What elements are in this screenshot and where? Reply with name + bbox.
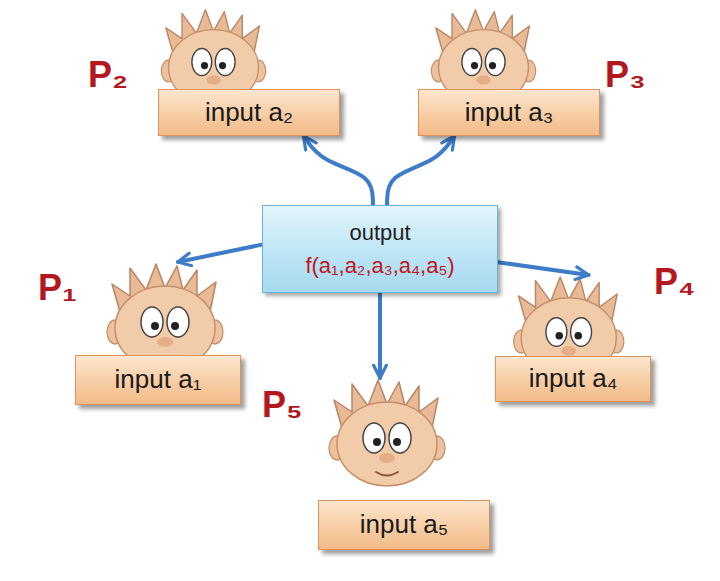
- party-name: P₄: [654, 262, 695, 302]
- arrow-connector: [498, 262, 589, 275]
- party-node: P₄input a₄: [495, 275, 651, 402]
- party-name: P₁: [38, 268, 77, 308]
- function-text: f(a₁,a₂,a₃,a₄,a₅): [305, 253, 454, 278]
- input-box: input a₂: [158, 89, 340, 136]
- input-label: input a₂: [205, 98, 293, 128]
- arrow-connector: [378, 293, 382, 378]
- arrow-connector: [387, 136, 454, 205]
- input-label: input a₅: [360, 510, 449, 540]
- input-label: input a₃: [465, 98, 554, 128]
- input-label: input a₄: [529, 364, 618, 394]
- input-label: input a₁: [115, 365, 202, 395]
- arrow-connector: [304, 136, 373, 205]
- input-box: input a₅: [318, 500, 490, 550]
- party-node: P₅input a₅: [318, 378, 490, 550]
- output-box: output f(a₁,a₂,a₃,a₄,a₅): [262, 205, 498, 293]
- party-name: P₃: [605, 55, 646, 95]
- party-name: P₂: [88, 55, 128, 95]
- cartoon-head: [329, 380, 445, 486]
- output-word: output: [349, 220, 410, 245]
- input-box: input a₃: [418, 89, 600, 136]
- arrow-connector: [178, 245, 262, 262]
- input-box: input a₁: [75, 355, 241, 405]
- party-node: P₁input a₁: [75, 262, 241, 405]
- party-node: P₂input a₂: [158, 8, 340, 136]
- input-box: input a₄: [495, 356, 651, 402]
- party-node: P₃input a₃: [418, 8, 600, 136]
- party-name: P₅: [262, 385, 303, 425]
